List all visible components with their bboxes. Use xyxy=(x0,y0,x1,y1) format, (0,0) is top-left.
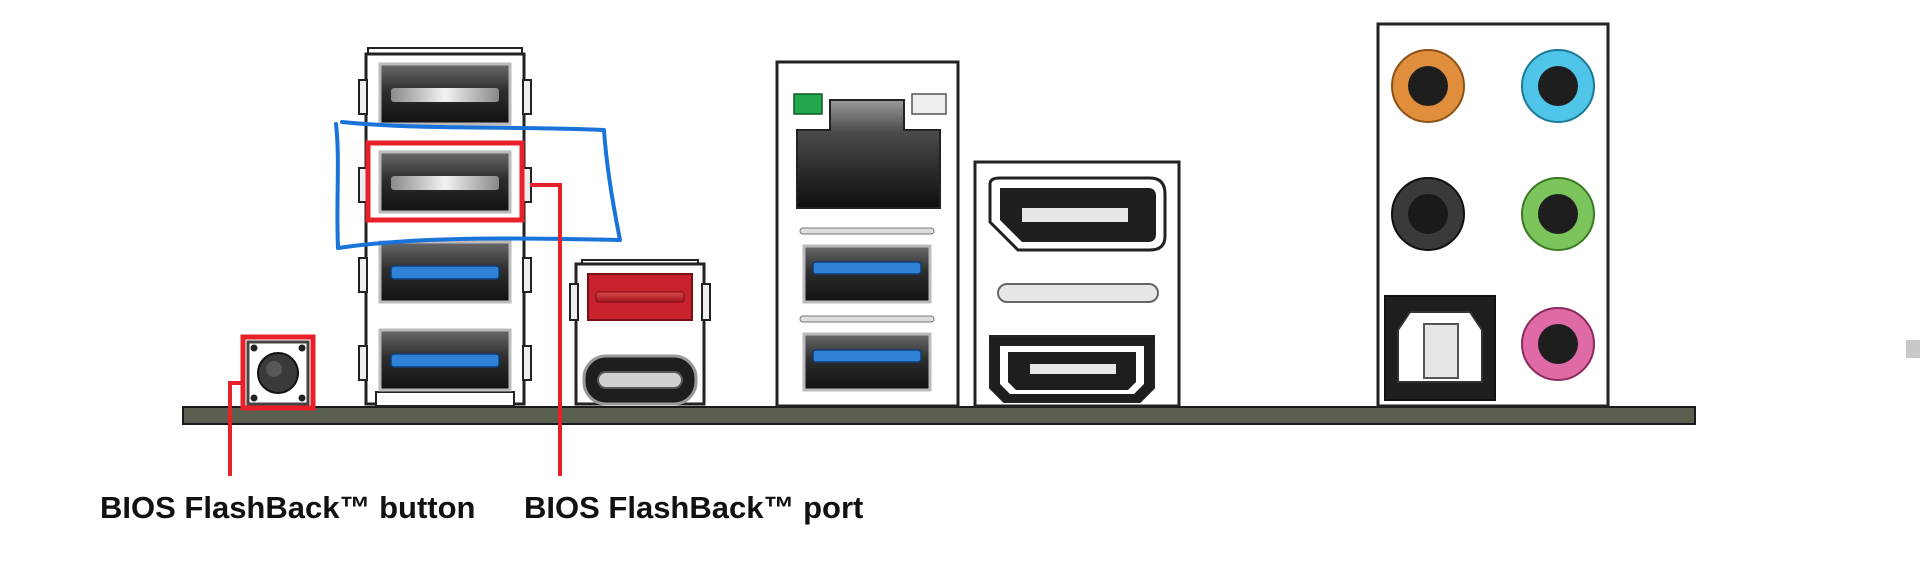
scrollbar-thumb[interactable] xyxy=(1906,340,1920,358)
flashback-port-highlight xyxy=(365,140,525,223)
audio-jack-black[interactable] xyxy=(1391,177,1465,251)
flashback-button-highlight xyxy=(240,334,316,411)
displayport[interactable] xyxy=(988,176,1167,252)
port-leader-line xyxy=(530,183,562,476)
bios-flashback-button-label: BIOS FlashBack™ button xyxy=(100,490,475,525)
button-leader-line xyxy=(228,381,243,476)
audio-jack-green[interactable] xyxy=(1521,177,1595,251)
blue-annotation-outline xyxy=(334,120,622,250)
lan-usb-divider-2 xyxy=(799,315,935,323)
usb-red-port[interactable] xyxy=(587,273,693,321)
bios-flashback-port-label: BIOS FlashBack™ port xyxy=(524,490,863,525)
usb3-port-left-1[interactable] xyxy=(378,240,512,304)
usb3-port-lan-1[interactable] xyxy=(802,244,932,304)
audio-jack-pink[interactable] xyxy=(1521,307,1595,381)
usb-c-port[interactable] xyxy=(582,354,698,406)
audio-jack-orange[interactable] xyxy=(1391,49,1465,123)
audio-jack-cyan[interactable] xyxy=(1521,49,1595,123)
usb3-port-left-2[interactable] xyxy=(378,328,512,392)
usb3-port-lan-2[interactable] xyxy=(802,332,932,392)
lan-usb-divider-1 xyxy=(799,227,935,235)
usb2-port-top[interactable] xyxy=(378,62,512,126)
motherboard-edge xyxy=(182,406,1696,425)
usb-flashback-port[interactable] xyxy=(378,150,512,214)
lan-port[interactable] xyxy=(793,93,947,209)
optical-spdif-port[interactable] xyxy=(1384,295,1496,401)
bios-flashback-button[interactable] xyxy=(246,340,310,406)
hdmi-port[interactable] xyxy=(989,335,1155,403)
video-divider xyxy=(997,283,1159,303)
